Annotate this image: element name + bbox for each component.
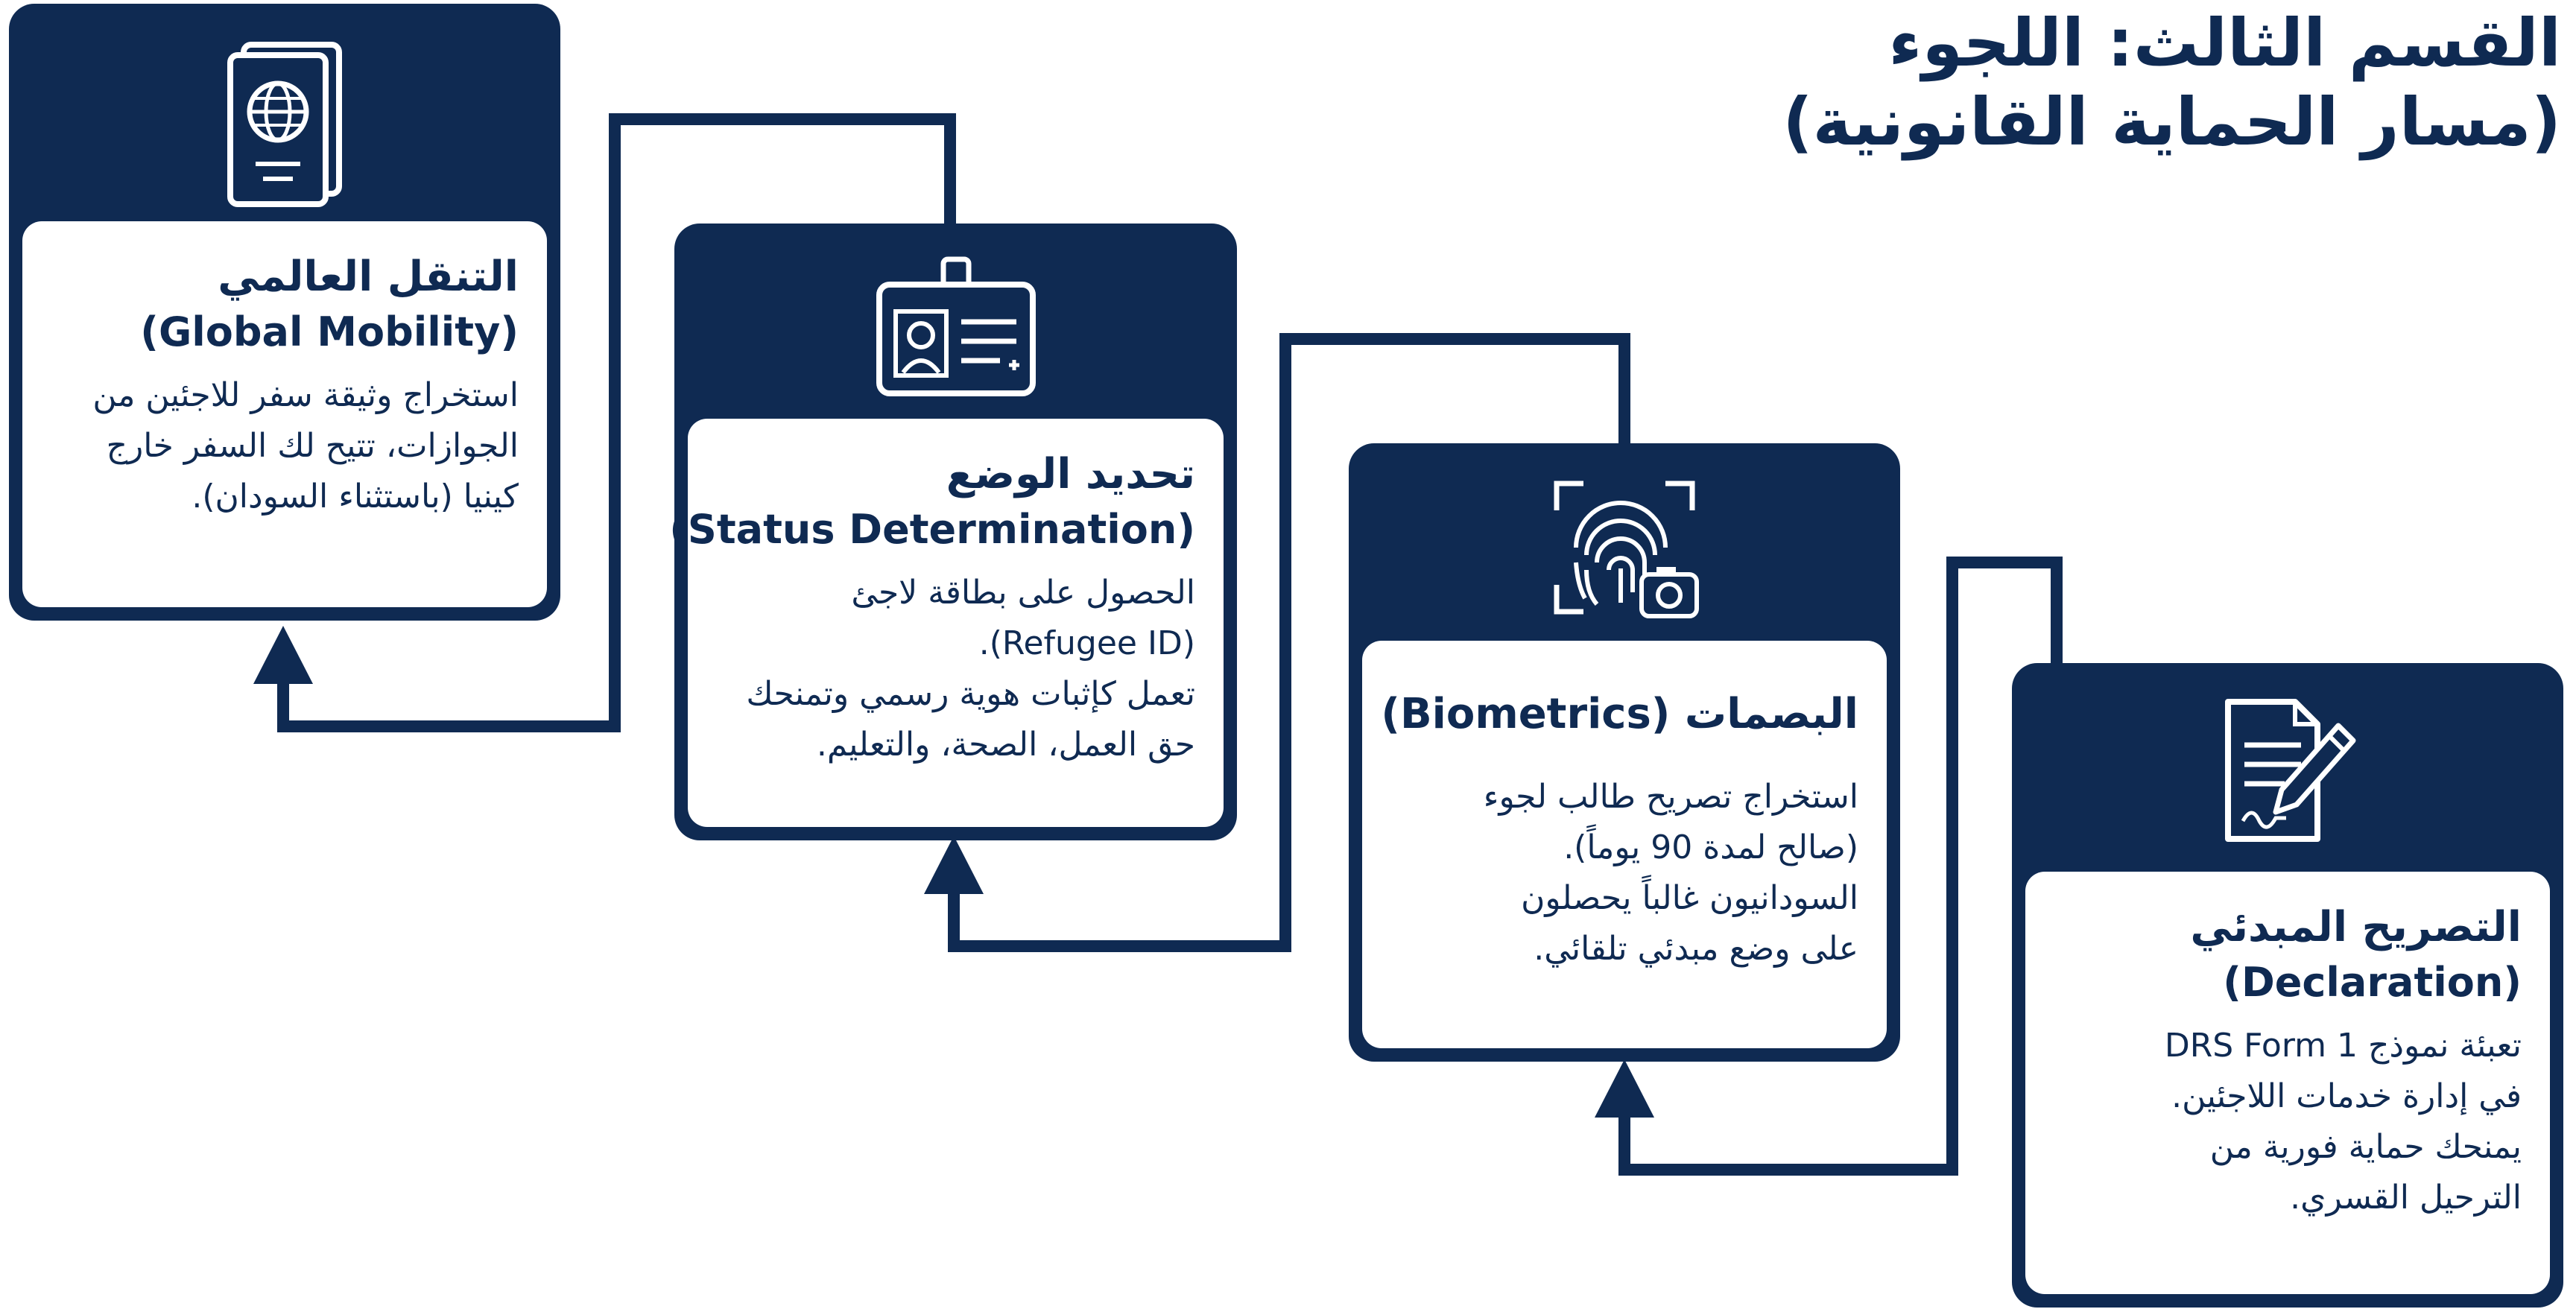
description-line: يمنحك حماية فورية من	[2209, 1128, 2522, 1166]
step-card-biometrics: البصمات (Biometrics) استخراج تصريح طالب …	[1349, 443, 1900, 1062]
fingerprint-camera-icon	[1349, 473, 1900, 622]
description-line: استخراج وثيقة سفر للاجئين من	[92, 376, 519, 414]
passport-icon	[9, 37, 560, 209]
step-card-declaration: التصريح المبدئي (Declaration) تعبئة نموذ…	[2012, 663, 2563, 1308]
step-description: استخراج وثيقة سفر للاجئين من الجوازات، ت…	[45, 370, 519, 522]
id-card-icon	[674, 253, 1237, 402]
description-line: الحصول على بطاقة لاجئ	[851, 574, 1195, 612]
step-panel: تحديد الوضع (Status Determination) الحصو…	[669, 419, 1224, 827]
connector-biometrics-to-status	[948, 333, 1630, 952]
description-line: تعبئة نموذج DRS Form 1	[2164, 1027, 2522, 1065]
connector-status-to-mobility	[277, 113, 956, 732]
arrow-up-biometrics	[1595, 1059, 1654, 1118]
document-pen-icon	[2012, 693, 2563, 849]
step-title-ar: تحديد الوضع	[946, 450, 1195, 498]
description-line: استخراج تصريح طالب لجوء	[1483, 778, 1858, 816]
step-title-en: (Global Mobility)	[140, 308, 519, 355]
description-line: في إدارة خدمات اللاجئين.	[2171, 1077, 2522, 1115]
arrow-up-status	[924, 836, 984, 894]
step-title-ar: التنقل العالمي	[218, 253, 519, 301]
step-title: البصمات (Biometrics)	[1381, 690, 1858, 738]
step-card-status-determination: تحديد الوضع (Status Determination) الحصو…	[669, 224, 1237, 840]
step-panel: التصريح المبدئي (Declaration) تعبئة نموذ…	[2025, 872, 2550, 1294]
title-line-2: (مسار الحماية القانونية)	[1782, 83, 2561, 160]
description-line: السودانيون غالباً يحصلون	[1521, 879, 1858, 917]
description-line: (صالح لمدة 90 يوماً).	[1563, 828, 1858, 866]
title-line-1: القسم الثالث: اللجوء	[1888, 4, 2561, 81]
step-panel: التنقل العالمي (Global Mobility) استخراج…	[22, 221, 547, 607]
step-description: استخراج تصريح طالب لجوء (صالح لمدة 90 يو…	[1384, 772, 1858, 974]
arrow-up-mobility	[253, 626, 313, 684]
step-description: الحصول على بطاقة لاجئ (Refugee ID). تعمل…	[710, 568, 1195, 770]
description-line: تعمل كإثبات هوية رسمي وتمنحك	[746, 675, 1195, 713]
description-line: كينيا (باستثناء السودان).	[192, 478, 519, 516]
description-line: الترحيل القسري.	[2290, 1179, 2522, 1217]
description-line: الجوازات، تتيح لك السفر خارج	[106, 427, 519, 465]
description-line: حق العمل، الصحة، والتعليم.	[816, 726, 1195, 764]
description-line: على وضع مبدئي تلقائي.	[1534, 930, 1858, 968]
step-panel: البصمات (Biometrics) استخراج تصريح طالب …	[1362, 641, 1887, 1048]
step-title-ar: التصريح المبدئي	[2190, 903, 2522, 951]
step-title-en: (Declaration)	[2223, 959, 2522, 1006]
step-description: تعبئة نموذج DRS Form 1 في إدارة خدمات ال…	[2048, 1021, 2522, 1223]
step-title-en: (Status Determination)	[669, 506, 1195, 553]
page-title: القسم الثالث: اللجوء (مسار الحماية القان…	[1630, 4, 2561, 162]
connector-declaration-to-biometrics	[1618, 557, 2063, 1176]
step-card-global-mobility: التنقل العالمي (Global Mobility) استخراج…	[9, 4, 560, 621]
description-line: (Refugee ID).	[978, 624, 1195, 662]
